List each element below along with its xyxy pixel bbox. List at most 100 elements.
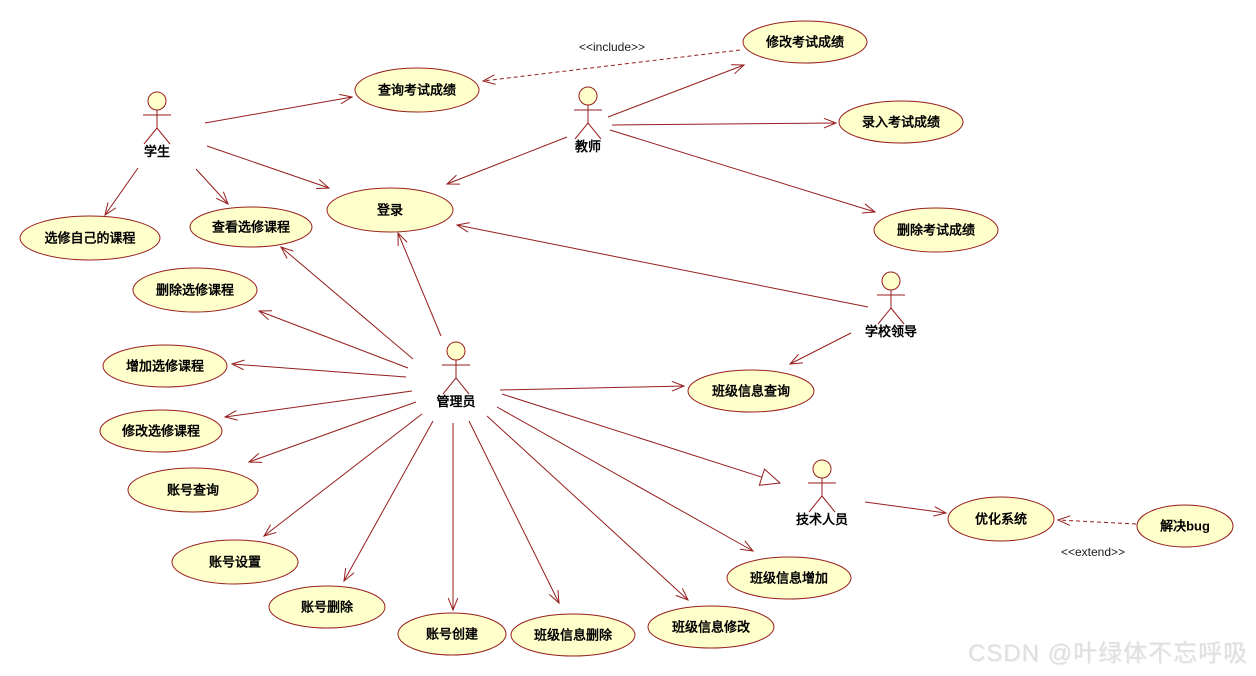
arrowhead-icon bbox=[455, 222, 470, 233]
use-case-label: 解决bug bbox=[1159, 519, 1210, 534]
use-case-choose-own-course: 选修自己的课程 bbox=[19, 215, 161, 261]
edge-admin-class-add bbox=[496, 406, 755, 552]
actor-head-icon bbox=[147, 91, 167, 111]
arrowhead-icon bbox=[247, 453, 263, 463]
edge-admin-login bbox=[397, 231, 442, 337]
arrowhead-icon bbox=[481, 74, 496, 85]
edge-admin-view-elective bbox=[279, 246, 414, 360]
edge-admin-delete-elective bbox=[257, 310, 409, 369]
actor-tech-staff: 技术人员 bbox=[796, 459, 848, 527]
arrowhead-icon bbox=[315, 179, 331, 190]
arrowhead-icon bbox=[230, 359, 245, 371]
use-case-view-elective-course: 查看选修课程 bbox=[189, 206, 313, 248]
actor-label: 管理员 bbox=[436, 394, 475, 409]
edge-teacher-modify-exam bbox=[607, 64, 746, 118]
arrowhead-icon bbox=[730, 64, 746, 75]
use-case-label: 选修自己的课程 bbox=[44, 231, 135, 246]
arrowhead-icon bbox=[788, 353, 803, 365]
use-case-enter-exam-score: 录入考试成绩 bbox=[838, 100, 964, 144]
use-case-label: 修改选修课程 bbox=[121, 424, 200, 439]
use-case-add-elective-course: 增加选修课程 bbox=[102, 344, 228, 388]
use-case-label: 班级信息删除 bbox=[534, 628, 613, 643]
edge-admin-account-query bbox=[247, 401, 417, 463]
use-case-label: 录入考试成绩 bbox=[862, 115, 940, 130]
actor-admin: 管理员 bbox=[436, 341, 476, 409]
generalization-triangle-icon bbox=[758, 468, 782, 486]
use-case-label: 修改考试成绩 bbox=[765, 35, 844, 50]
actor-head-icon bbox=[446, 341, 466, 361]
edge-admin-tech-generalization bbox=[501, 393, 782, 486]
use-case-label: 账号设置 bbox=[209, 555, 261, 570]
arrowhead-icon bbox=[257, 310, 273, 321]
use-case-optimize-system: 优化系统 bbox=[947, 496, 1055, 542]
edge-admin-modify-elective bbox=[223, 390, 413, 421]
use-case-account-settings: 账号设置 bbox=[171, 539, 299, 585]
use-case-label: 查看选修课程 bbox=[211, 220, 290, 235]
actor-teacher: 教师 bbox=[574, 86, 602, 154]
use-case-account-delete: 账号删除 bbox=[268, 585, 386, 629]
arrowhead-icon bbox=[339, 93, 354, 105]
arrowhead-icon bbox=[1056, 515, 1071, 526]
use-case-class-info-add: 班级信息增加 bbox=[726, 556, 852, 600]
edge-admin-class-query bbox=[499, 380, 686, 392]
use-case-label: 班级信息修改 bbox=[672, 620, 751, 635]
csdn-watermark: CSDN @叶绿体不忘呼吸 bbox=[967, 640, 1248, 667]
arrowhead-icon bbox=[445, 174, 461, 185]
use-case-label: 账号查询 bbox=[167, 483, 219, 498]
use-case-account-query: 账号查询 bbox=[127, 467, 259, 513]
use-case-class-info-delete: 班级信息删除 bbox=[510, 613, 636, 657]
arrowhead-icon bbox=[216, 191, 229, 205]
actor-head-icon bbox=[812, 459, 832, 479]
use-case-label: 删除选修课程 bbox=[156, 283, 234, 298]
use-case-class-info-query: 班级信息查询 bbox=[687, 369, 815, 413]
edge-admin-class-delete bbox=[468, 420, 560, 605]
edge-leader-class-query bbox=[788, 332, 852, 365]
edge-admin-class-modify bbox=[486, 415, 689, 601]
edge-teacher-delete-exam bbox=[609, 129, 877, 214]
use-case-label: 删除考试成绩 bbox=[897, 223, 975, 238]
use-case-login: 登录 bbox=[326, 187, 454, 233]
edge-student-view-elective bbox=[195, 168, 229, 205]
use-case-label: 账号创建 bbox=[426, 627, 478, 642]
use-case-delete-elective-course: 删除选修课程 bbox=[132, 267, 258, 313]
use-case-query-exam-score: 查询考试成绩 bbox=[354, 67, 480, 113]
edge-admin-account-create bbox=[447, 423, 459, 612]
use-case-modify-elective-course: 修改选修课程 bbox=[99, 409, 223, 453]
edge-include-modify-query bbox=[481, 49, 741, 85]
edge-teacher-enter-exam bbox=[611, 117, 838, 129]
use-case-account-create: 账号创建 bbox=[397, 612, 507, 656]
edge-student-choose-own bbox=[104, 167, 139, 217]
use-case-class-info-modify: 班级信息修改 bbox=[647, 605, 775, 649]
use-case-label: 优化系统 bbox=[975, 512, 1027, 527]
use-case-label: 班级信息查询 bbox=[712, 384, 790, 399]
edge-admin-account-delete bbox=[343, 420, 434, 583]
arrowhead-icon bbox=[933, 506, 948, 517]
edge-extend-fixbug-optimize bbox=[1056, 515, 1137, 526]
edge-teacher-login bbox=[445, 136, 568, 185]
actor-head-icon bbox=[578, 86, 598, 106]
arrowhead-icon bbox=[104, 202, 117, 217]
arrowhead-icon bbox=[671, 380, 686, 392]
arrowhead-icon bbox=[740, 540, 755, 552]
edge-tech-optimize bbox=[864, 501, 948, 517]
arrowhead-icon bbox=[862, 203, 877, 214]
arrowhead-icon bbox=[397, 231, 408, 247]
actor-label: 教师 bbox=[574, 139, 601, 154]
use-case-label: 查询考试成绩 bbox=[377, 83, 456, 98]
edge-student-login bbox=[206, 145, 331, 190]
use-case-label: 登录 bbox=[376, 203, 403, 218]
arrowhead-icon bbox=[823, 117, 838, 129]
extend-stereotype-label: <<extend>> bbox=[1061, 545, 1125, 559]
arrowhead-icon bbox=[223, 410, 238, 421]
include-stereotype-label: <<include>> bbox=[579, 40, 645, 54]
use-case-label: 账号删除 bbox=[301, 600, 354, 615]
use-case-label: 班级信息增加 bbox=[750, 571, 828, 586]
actor-label: 学生 bbox=[144, 144, 170, 159]
use-case-label: 增加选修课程 bbox=[126, 359, 204, 374]
edge-admin-account-settings bbox=[262, 413, 423, 537]
actor-label: 学校领导 bbox=[865, 324, 917, 339]
arrowhead-icon bbox=[447, 597, 459, 612]
use-case-modify-exam-score: 修改考试成绩 bbox=[742, 20, 868, 64]
